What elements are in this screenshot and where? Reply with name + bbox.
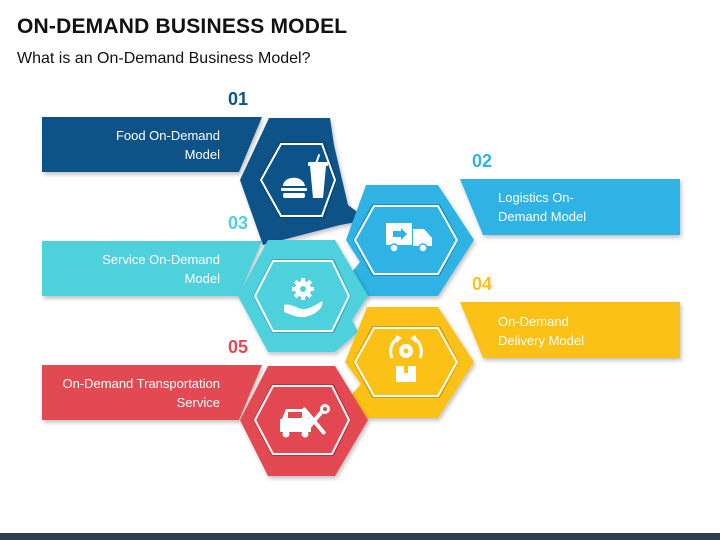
delivery-truck-icon	[386, 223, 432, 253]
item-label-01: Food On-Demand Model	[115, 128, 220, 162]
banner-05	[42, 365, 262, 420]
item-number-02: 02	[472, 151, 493, 171]
item-label-04: On-Demand Delivery Model	[498, 314, 584, 348]
banner-03	[42, 241, 262, 296]
gear-hand-icon	[284, 278, 323, 318]
item-label-02: Logistics On-Demand Model	[498, 190, 587, 224]
item-number-03: 03	[228, 213, 249, 233]
hexagon-01	[240, 118, 368, 245]
hexagon-04	[343, 307, 474, 418]
burger-drink-icon	[281, 153, 328, 198]
item-number-05: 05	[228, 337, 249, 357]
banner-02	[460, 179, 680, 235]
package-cycle-icon	[389, 335, 423, 382]
item-number-04: 04	[472, 274, 493, 294]
footer-bar	[0, 533, 720, 540]
car-repair-icon	[280, 404, 330, 438]
item-number-01: 01	[228, 89, 249, 109]
page-title: ON-DEMAND BUSINESS MODEL	[17, 15, 348, 38]
item-label-03: Service On-Demand Model	[102, 252, 220, 286]
page-subtitle: What is an On-Demand Business Model?	[17, 50, 311, 67]
banner-04	[460, 302, 680, 358]
item-label-05: On-Demand Transportation Service	[62, 376, 220, 410]
banner-01	[42, 117, 262, 172]
